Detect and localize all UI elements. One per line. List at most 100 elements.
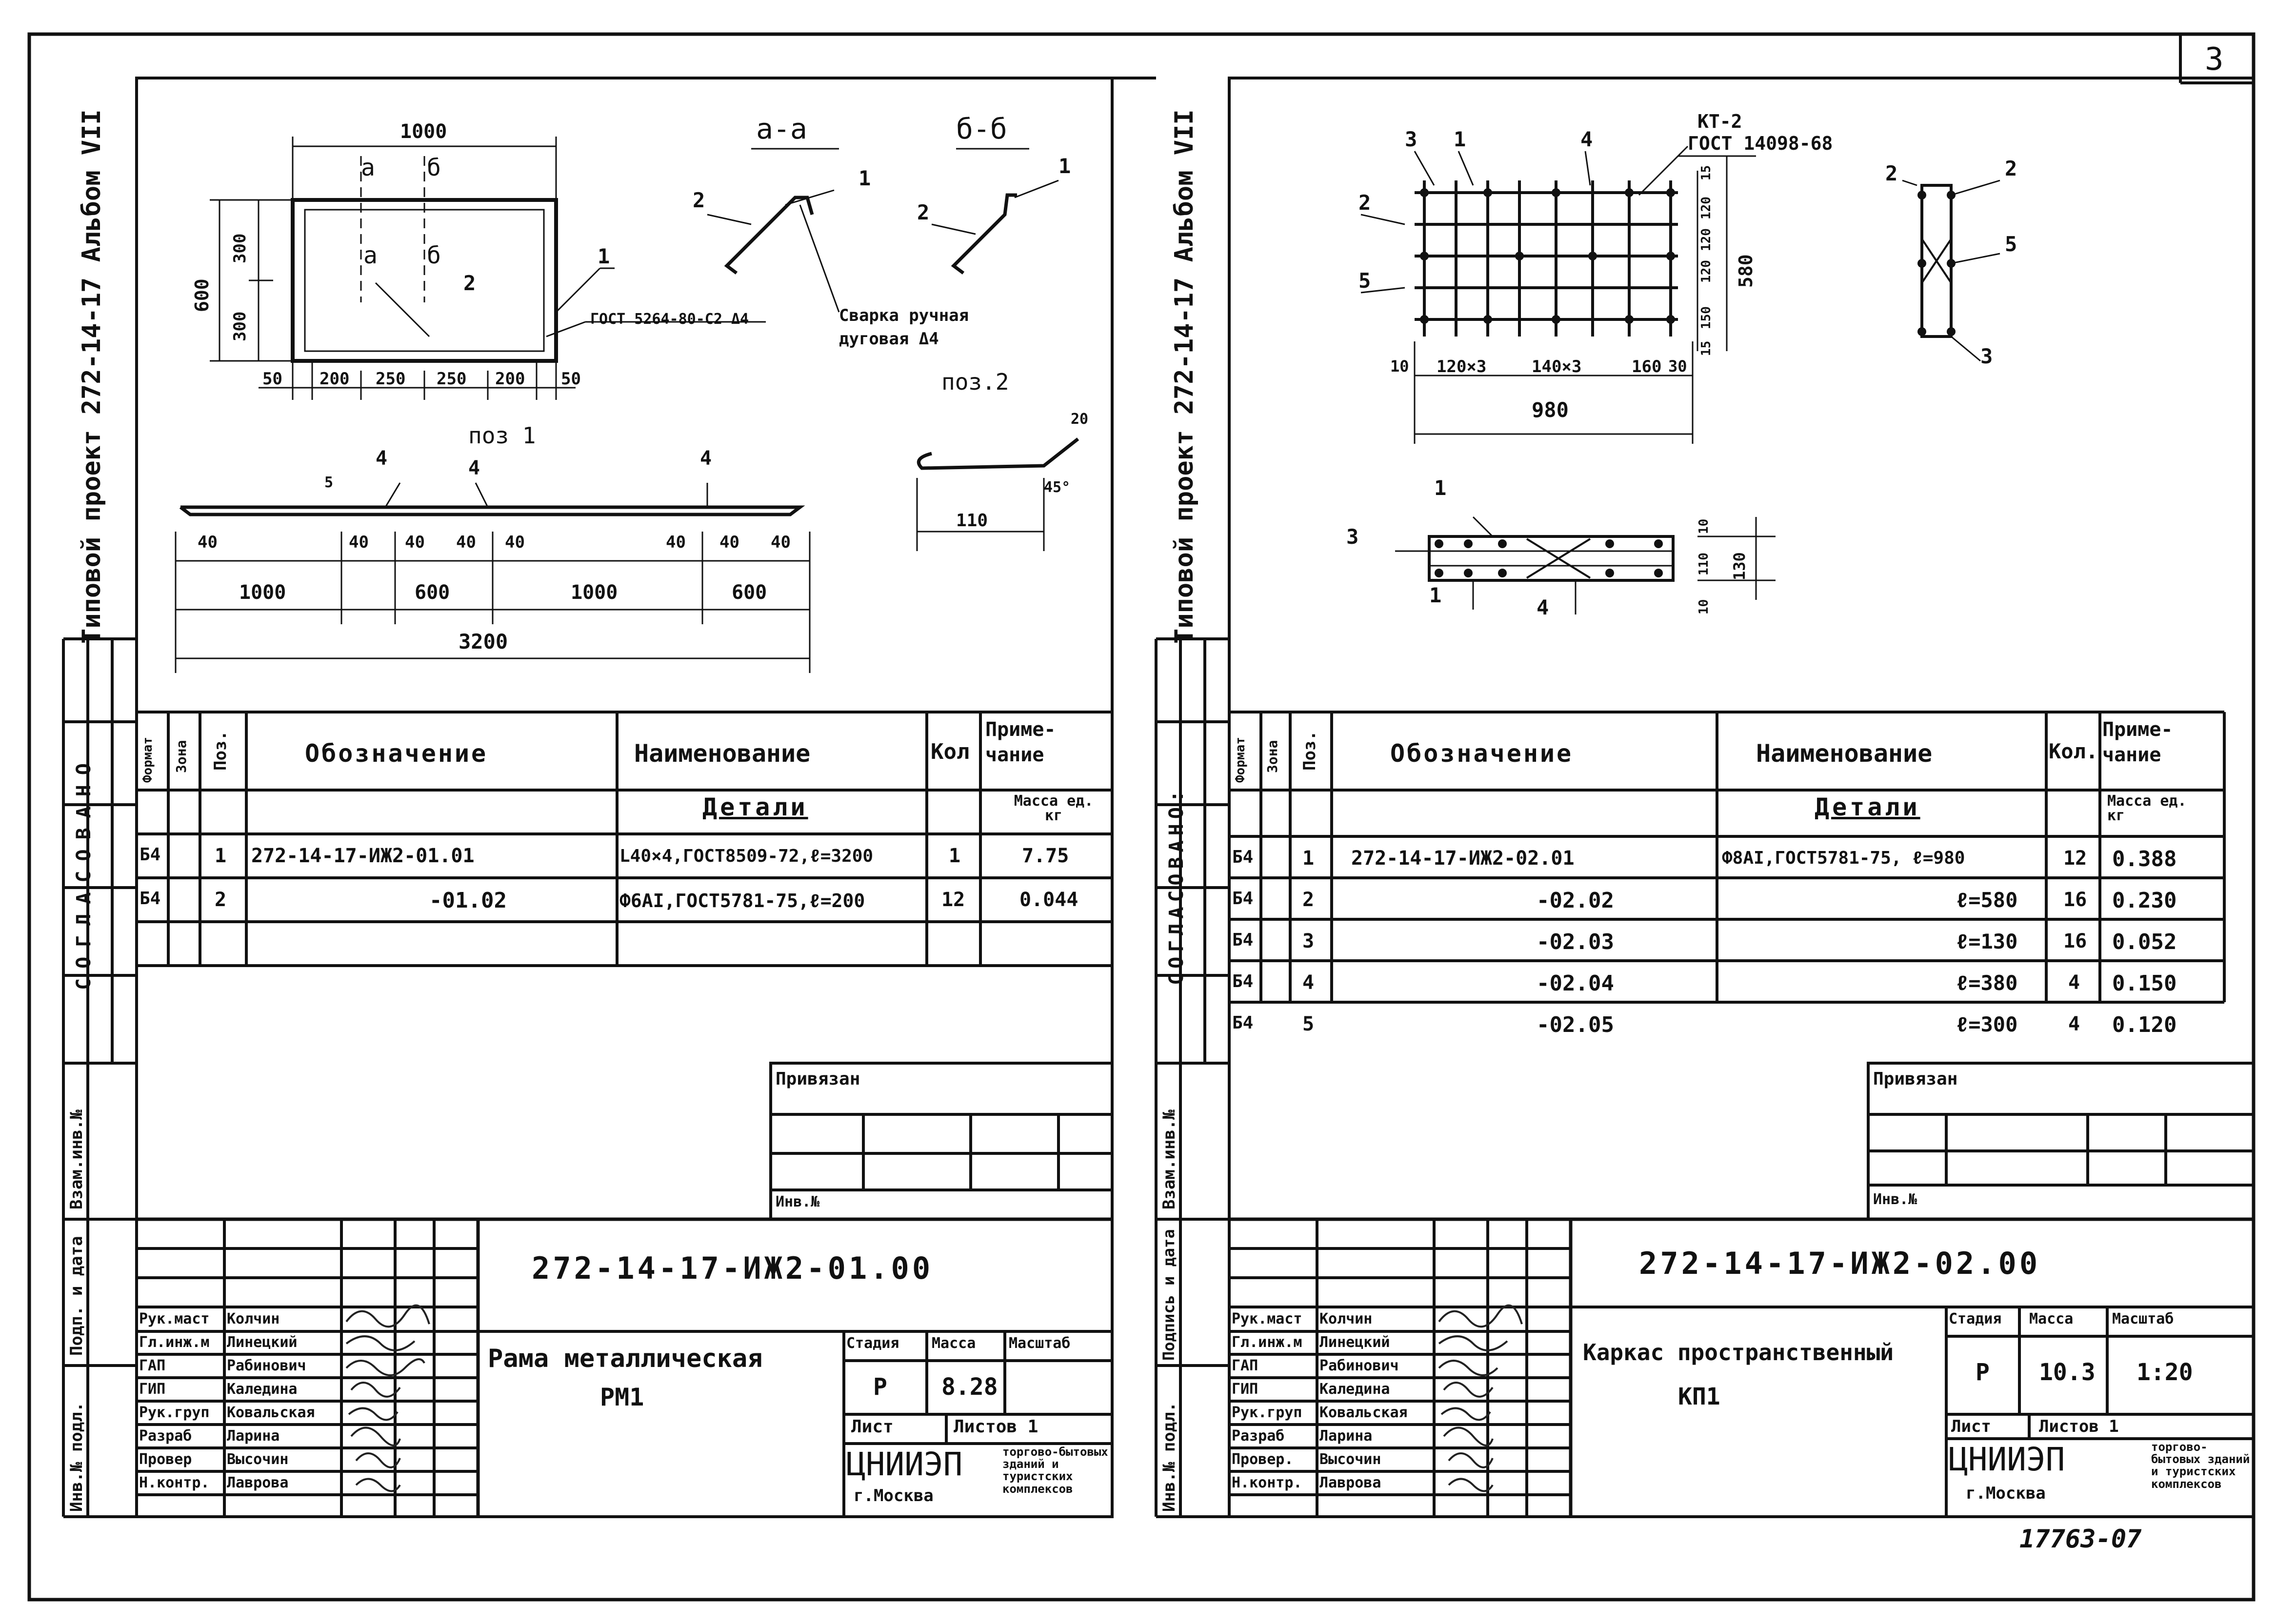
plan-dim-10b: 10 (1697, 599, 1711, 614)
th-qty: Кол (931, 739, 970, 764)
tr1-name: Ф6АI,ГОСТ5781-75,ℓ=200 (619, 890, 865, 911)
r-org-name: ЦНИИЭП (1949, 1441, 2065, 1478)
side-cell-vzam-right: Взам.инв.№ (1159, 1109, 1179, 1209)
r-tr4-note: 0.120 (2112, 1012, 2177, 1037)
r-name-2: Рабинович (1319, 1357, 1399, 1374)
mass-value: 8.28 (941, 1373, 998, 1401)
side-callout-2a: 2 (1885, 161, 1898, 185)
privyazan-label: Привязан (776, 1069, 860, 1089)
stamp-title: Рама металлическая (488, 1344, 763, 1373)
r-tr3-name: ℓ=380 (1956, 971, 2018, 995)
approval-label-right: СОГЛАСОВАНО: (1165, 786, 1188, 985)
r-tr2-pos: 3 (1302, 930, 1315, 952)
sheet-label: Лист (851, 1417, 894, 1437)
r-sheets-label: Листов 1 (2039, 1417, 2119, 1436)
r-scale-value: 1:20 (2136, 1359, 2193, 1386)
sec-b-callout-2: 2 (917, 200, 930, 224)
r-org-city: г.Москва (1966, 1484, 2046, 1503)
r-role-5: Разраб (1232, 1427, 1285, 1445)
pos1-title: поз 1 (468, 422, 536, 449)
r-tr2-qty: 16 (2063, 930, 2087, 952)
section-details: Детали (702, 793, 808, 821)
pos1-mark-2: 4 (700, 447, 712, 470)
role-4: Рук.груп (139, 1404, 210, 1421)
side-callout-3: 3 (1980, 344, 1993, 368)
name-2: Рабинович (227, 1357, 306, 1374)
r-tr2-name: ℓ=130 (1956, 930, 2018, 953)
r-th-designation: Обозначение (1390, 739, 1574, 768)
plan-callout-3: 3 (1346, 525, 1359, 549)
tr1-des: -01.02 (429, 888, 507, 913)
callout-left-5: 5 (1358, 269, 1371, 293)
name-1: Линецкий (227, 1334, 298, 1351)
cage-dim-4: 30 (1668, 357, 1687, 376)
r-tr3-note: 0.150 (2112, 971, 2177, 996)
role-7: Н.контр. (139, 1474, 210, 1491)
r-name-5: Ларина (1319, 1427, 1373, 1445)
r-section-details: Детали (1815, 793, 1920, 821)
stamp-subtitle: РМ1 (600, 1383, 644, 1411)
plan-callout-1b: 1 (1429, 583, 1442, 607)
r-name-4: Ковальская (1319, 1404, 1408, 1421)
stamp-code: 272-14-17-ИЖ2-01.00 (532, 1250, 934, 1286)
pos2-dim-110: 110 (956, 511, 988, 531)
r-tr0-format: Б4 (1232, 847, 1254, 867)
callout-1: 1 (598, 244, 610, 268)
pos1-s7: 40 (771, 533, 791, 552)
sheet-number: 3 (2205, 41, 2224, 78)
pos1-s5: 40 (666, 533, 686, 552)
r-role-7: Н.контр. (1232, 1474, 1302, 1491)
r-tr0-qty: 12 (2063, 847, 2087, 870)
r-stamp-subtitle: КП1 (1678, 1383, 1720, 1410)
org-city: г.Москва (854, 1486, 934, 1505)
pos1-s4: 40 (505, 533, 525, 552)
side-cell-inv-right: Инв.№ подл. (1159, 1402, 1179, 1512)
r-org-note: торгово-бытовых зданий и туристских комп… (2151, 1440, 2250, 1491)
pos2-title: поз.2 (941, 369, 1009, 395)
sec-a-callout-2: 2 (693, 188, 705, 212)
r-stage-value: Р (1976, 1359, 1990, 1386)
gost-note-right: ГОСТ 14098-68 (1688, 133, 1833, 154)
side-cell-podp-right: Подпись и дата (1159, 1229, 1178, 1361)
dim-b-5: 50 (561, 369, 581, 389)
callout-top-1: 1 (1454, 127, 1466, 151)
r-tr0-des: 272-14-17-ИЖ2-02.01 (1351, 847, 1575, 870)
r-th-pos: Поз. (1300, 731, 1319, 771)
r-name-6: Высочин (1319, 1451, 1381, 1468)
cage-right-dim-4: 150 (1699, 306, 1714, 329)
section-a-title: а-а (756, 112, 807, 145)
gost-note: ГОСТ 5264-80-С2 Δ4 (590, 311, 749, 328)
r-role-6: Провер. (1232, 1451, 1294, 1468)
cage-right-dim-0: 15 (1699, 165, 1714, 180)
cage-right-dim-2: 120 (1699, 228, 1714, 251)
tr0-note: 7.75 (1022, 845, 1069, 867)
cage-right-dim-5: 15 (1699, 340, 1714, 356)
name-7: Лаврова (227, 1474, 289, 1491)
role-2: ГАП (139, 1357, 166, 1374)
tr1-pos: 2 (215, 889, 227, 911)
pos1-s3: 40 (456, 533, 476, 552)
r-tr0-note: 0.388 (2112, 847, 2177, 871)
dim-b-1: 200 (319, 369, 350, 389)
r-tr3-qty: 4 (2068, 971, 2080, 994)
cage-right-dim-3: 120 (1699, 260, 1714, 283)
role-1: Гл.инж.м (139, 1334, 210, 1351)
r-tr1-format: Б4 (1232, 889, 1254, 909)
r-th-zone: Зона (1264, 740, 1280, 773)
pos2-dim-45: 45° (1044, 479, 1071, 496)
th-designation: Обозначение (305, 739, 488, 768)
r-tr1-name: ℓ=580 (1956, 888, 2018, 912)
dim-top: 1000 (400, 120, 447, 143)
role-5: Разраб (139, 1427, 192, 1445)
section-mark-a2: а (363, 242, 378, 269)
r-tr4-qty: 4 (2068, 1013, 2080, 1035)
tr0-name: L40×4,ГОСТ8509-72,ℓ=3200 (619, 846, 874, 866)
role-0: Рук.маст (139, 1310, 210, 1327)
r-tr0-pos: 1 (1302, 847, 1315, 870)
r-mass-value: 10.3 (2039, 1359, 2096, 1386)
r-role-1: Гл.инж.м (1232, 1334, 1302, 1351)
r-th-name: Наименование (1756, 739, 1933, 768)
dim-b-0: 50 (262, 369, 282, 389)
